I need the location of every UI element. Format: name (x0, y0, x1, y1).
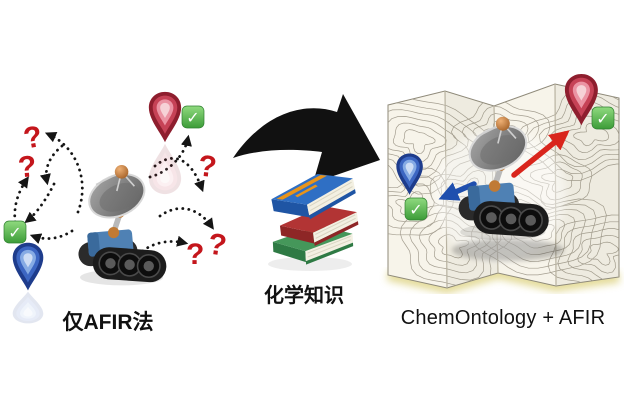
blue-book (271, 174, 356, 220)
caption-afir-only: 仅AFIR法 (62, 311, 154, 334)
question-marks: ? ? ? ? ? (17, 120, 229, 271)
checkmark-icon: ✓ (409, 200, 422, 219)
blue-destination-pin-left (12, 242, 44, 291)
question-mark-icon: ? (196, 150, 218, 185)
question-mark-icon: ? (186, 238, 204, 271)
checkmark-badge-left-red: ✓ (181, 105, 205, 129)
checkmark-icon: ✓ (8, 223, 21, 242)
book-stack-icon (268, 174, 359, 271)
caption-chem-knowledge: 化学知识 (264, 285, 344, 307)
red-pin-reflection (148, 143, 182, 195)
question-mark-icon: ? (17, 150, 38, 184)
checkmark-icon: ✓ (596, 109, 609, 128)
checkmark-icon: ✓ (186, 108, 199, 127)
question-mark-icon: ? (206, 227, 229, 262)
checkmark-badge-map-blue: ✓ (404, 197, 428, 221)
checkmark-badge-left-blue: ✓ (3, 220, 27, 244)
caption-chemontology-afir: ChemOntology + AFIR (400, 307, 606, 329)
red-route-arrow (511, 130, 570, 178)
checkmark-badge-map-red: ✓ (591, 106, 615, 130)
curved-transform-arrow (233, 94, 380, 183)
red-destination-pin-left (148, 91, 182, 143)
question-mark-icon: ? (21, 120, 45, 156)
blue-route-arrow (438, 181, 477, 201)
topographic-map: ✓ ✓ (386, 73, 620, 294)
red-book (279, 206, 359, 247)
